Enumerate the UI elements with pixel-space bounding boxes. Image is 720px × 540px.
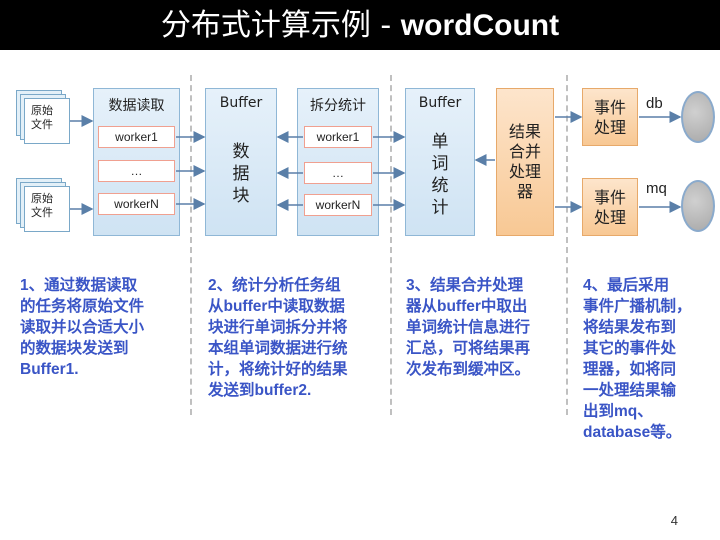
event-handler-2: 事件 处理	[582, 178, 638, 236]
database-icon	[681, 91, 715, 143]
event-line: 事件	[593, 188, 626, 207]
description-line: 发送到buffer2.	[208, 382, 312, 399]
title-emphasis: wordCount	[400, 9, 560, 42]
description-3: 3、结果合并处理 器从buffer中取出 单词统计信息进行 汇总，可将结果再 次…	[406, 275, 561, 380]
buffer2-header: Buffer	[418, 95, 462, 111]
event-handler-1: 事件 处理	[582, 88, 638, 146]
description-line: 块进行单词拆分并将	[208, 319, 348, 336]
merger-box: 结果 合并 处理 器	[496, 88, 554, 236]
description-line: 3、结果合并处理	[406, 277, 524, 294]
separator-2	[390, 75, 392, 415]
buffer1-header: Buffer	[219, 95, 263, 111]
reader-worker-1: worker1	[98, 126, 175, 148]
description-line: 将结果发布到	[583, 319, 677, 336]
description-line: 2、统计分析任务组	[208, 277, 341, 294]
buffer1-box: Buffer 数 据 块	[205, 88, 277, 236]
event-line: 处理	[593, 118, 626, 137]
title-prefix: 分布式计算示例 -	[160, 8, 401, 43]
description-2: 2、统计分析任务组 从buffer中读取数据 块进行单词拆分并将 本组单词数据进…	[208, 275, 383, 401]
buffer1-char: 数	[232, 142, 250, 162]
splitter-worker-ellipsis: …	[304, 162, 372, 184]
file-label: 原始文件	[31, 192, 53, 219]
description-line: 一处理结果输	[583, 382, 677, 399]
splitter-worker-1: worker1	[304, 126, 372, 148]
description-line: 次发布到缓冲区。	[406, 361, 531, 378]
merger-line: 处理	[508, 162, 541, 181]
queue-icon	[681, 180, 715, 232]
event-line: 事件	[593, 98, 626, 117]
title-bar	[0, 0, 720, 50]
separator-1	[190, 75, 192, 415]
description-line: 4、最后采用	[583, 277, 670, 294]
target-db-label: db	[646, 95, 663, 112]
description-line: 汇总，可将结果再	[406, 340, 531, 357]
file-label: 原始文件	[31, 104, 53, 131]
description-1: 1、通过数据读取 的任务将原始文件 读取并以合适大小 的数据块发送到 Buffe…	[20, 275, 185, 380]
file-icon: 原始文件	[24, 186, 70, 232]
file-icon: 原始文件	[24, 98, 70, 144]
slide-title: 分布式计算示例 - wordCount	[0, 8, 720, 44]
description-line: Buffer1.	[20, 361, 79, 378]
description-line: 1、通过数据读取	[20, 277, 138, 294]
buffer1-char: 块	[232, 186, 250, 206]
splitter-header: 拆分统计	[310, 98, 366, 114]
buffer2-char: 词	[431, 154, 449, 174]
reader-worker-ellipsis: …	[98, 160, 175, 182]
description-line: 器从buffer中取出	[406, 298, 528, 315]
separator-3	[566, 75, 568, 415]
description-4: 4、最后采用 事件广播机制， 将结果发布到 其它的事件处 理器，如将同 一处理结…	[583, 275, 713, 443]
event-line: 处理	[593, 208, 626, 227]
description-line: 的任务将原始文件	[20, 298, 145, 315]
merger-line: 结果	[508, 122, 541, 141]
reader-header: 数据读取	[108, 98, 165, 114]
merger-line: 器	[516, 182, 533, 201]
description-line: 的数据块发送到	[20, 340, 129, 357]
page-number: 4	[670, 513, 678, 528]
buffer2-char: 计	[431, 198, 449, 218]
description-line: 理器，如将同	[583, 361, 677, 378]
buffer2-char: 单	[431, 132, 449, 152]
description-line: 计，将统计好的结果	[208, 361, 348, 378]
description-line: 从buffer中读取数据	[208, 298, 345, 315]
splitter-worker-n: workerN	[304, 194, 372, 216]
description-line: 读取并以合适大小	[20, 319, 145, 336]
target-mq-label: mq	[646, 180, 667, 197]
description-line: 本组单词数据进行统	[208, 340, 348, 357]
merger-line: 合并	[508, 142, 541, 161]
description-line: database等。	[583, 424, 682, 441]
buffer1-char: 据	[232, 164, 250, 184]
buffer2-box: Buffer 单 词 统 计	[405, 88, 475, 236]
description-line: 事件广播机制，	[583, 298, 692, 315]
description-line: 出到mq、	[583, 403, 653, 420]
description-line: 单词统计信息进行	[406, 319, 531, 336]
reader-worker-n: workerN	[98, 193, 175, 215]
buffer2-char: 统	[431, 176, 449, 196]
description-line: 其它的事件处	[583, 340, 677, 357]
